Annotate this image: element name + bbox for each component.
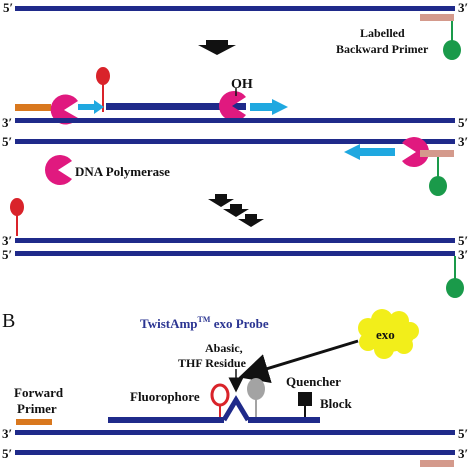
process-arrow-1 bbox=[198, 40, 236, 55]
primer-label: Primer bbox=[17, 401, 57, 416]
strand-7-3-end: 3′ bbox=[458, 446, 468, 461]
polymerase-icon-2 bbox=[219, 91, 246, 121]
dna-polymerase-label: DNA Polymerase bbox=[75, 164, 170, 179]
block-label: Block bbox=[320, 396, 353, 411]
forward-primer-orange bbox=[15, 104, 51, 111]
thf-residue-label: THF Residue bbox=[178, 356, 247, 370]
exo-cloud-icon bbox=[358, 309, 419, 359]
abasic-label: Abasic, bbox=[205, 341, 243, 355]
oh-label: OH bbox=[231, 77, 253, 92]
panel-b-letter: B bbox=[2, 310, 15, 332]
dna-strand-3 bbox=[15, 139, 455, 144]
process-arrow-2 bbox=[208, 194, 234, 207]
probe-strand-right bbox=[248, 417, 320, 423]
probe-title-tm: TM bbox=[198, 315, 211, 324]
green-label-icon bbox=[443, 40, 461, 60]
strand-2-3-end: 3′ bbox=[2, 115, 12, 130]
dna-strand-4 bbox=[15, 238, 455, 243]
process-arrow-4 bbox=[238, 214, 264, 227]
forward-label: Forward bbox=[14, 385, 64, 400]
extension-arrow-2 bbox=[250, 99, 288, 115]
fluorophore-label: Fluorophore bbox=[130, 389, 200, 404]
strand-5-5-end: 5′ bbox=[2, 247, 12, 262]
dna-strand-7 bbox=[15, 450, 455, 455]
extension-arrow-1 bbox=[78, 100, 104, 114]
strand-4-5-end: 5′ bbox=[458, 233, 468, 248]
quencher-icon bbox=[247, 378, 265, 400]
exo-label: exo bbox=[376, 327, 395, 342]
strand-3-5-end: 5′ bbox=[2, 134, 12, 149]
process-arrow-3 bbox=[223, 204, 249, 217]
quencher-label: Quencher bbox=[286, 374, 341, 389]
probe-title-main: TwistAmp bbox=[140, 316, 198, 331]
strand-4-3-end: 3′ bbox=[2, 233, 12, 248]
dna-strand-6 bbox=[15, 430, 455, 435]
red-label-icon bbox=[96, 67, 110, 85]
polymerase-legend-icon bbox=[45, 155, 72, 186]
labelled-label: Labelled bbox=[360, 26, 405, 40]
strand-top-3-end: 3′ bbox=[458, 0, 468, 15]
green-label-icon-2 bbox=[429, 176, 447, 196]
new-strand-segment bbox=[106, 103, 246, 110]
strand-top-5-end: 5′ bbox=[3, 0, 13, 15]
abasic-site-kink bbox=[221, 395, 251, 422]
exo-pointer-arrow bbox=[238, 339, 359, 383]
forward-primer bbox=[16, 419, 52, 425]
strand-3-3-end: 3′ bbox=[458, 134, 468, 149]
strand-7-5-end: 5′ bbox=[2, 446, 12, 461]
polymerase-icon-3 bbox=[402, 137, 429, 167]
extension-arrow-3 bbox=[344, 144, 395, 160]
backward-primer-label: Backward Primer bbox=[336, 42, 429, 56]
backward-primer-2 bbox=[420, 150, 454, 157]
strand-6-5-end: 5′ bbox=[458, 426, 468, 441]
green-label-icon-3 bbox=[446, 278, 464, 298]
dna-strand-5 bbox=[15, 251, 455, 256]
block-icon bbox=[298, 392, 312, 406]
probe-title-suffix: exo Probe bbox=[210, 316, 268, 331]
probe-title: TwistAmpTM exo Probe bbox=[140, 315, 269, 331]
probe-strand-left bbox=[108, 417, 224, 423]
red-label-icon-2 bbox=[10, 198, 24, 216]
strand-6-3-end: 3′ bbox=[2, 426, 12, 441]
strand-2-5-end: 5′ bbox=[458, 115, 468, 130]
backward-primer-top bbox=[420, 14, 454, 21]
backward-primer-bottom bbox=[420, 460, 454, 467]
dna-strand-top bbox=[15, 6, 455, 11]
dna-strand-2 bbox=[15, 118, 455, 123]
polymerase-icon-1 bbox=[50, 94, 78, 125]
strand-5-3-end: 3′ bbox=[458, 247, 468, 262]
fluorophore-icon bbox=[210, 383, 230, 407]
